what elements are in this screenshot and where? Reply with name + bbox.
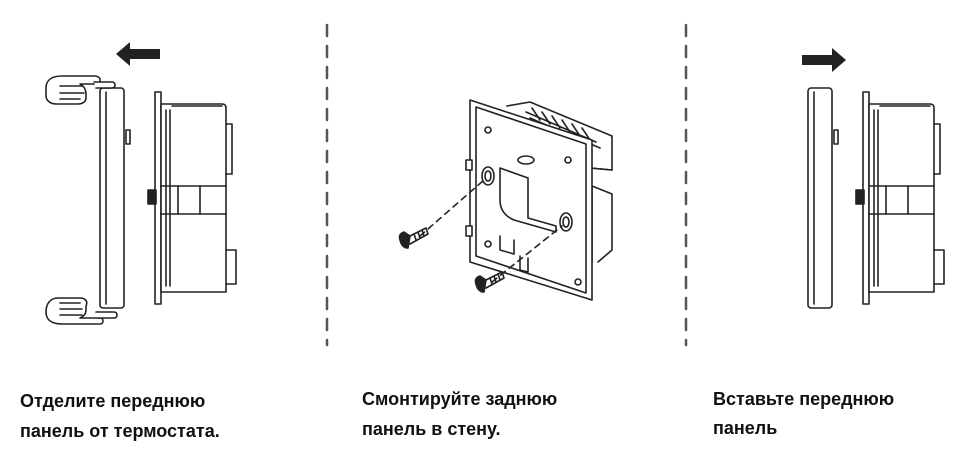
screw-icon	[398, 227, 429, 249]
arrow-right-icon	[802, 48, 846, 72]
step2-caption-line1: Смонтируйте заднюю	[362, 389, 558, 409]
step1-caption-line2: панель от термостата.	[20, 421, 220, 441]
step3-illustration	[802, 48, 945, 309]
arrow-left-icon	[116, 42, 160, 66]
step2-illustration	[398, 99, 613, 301]
step3-caption: Вставьте переднюю панель	[713, 385, 894, 443]
screw-icon	[474, 271, 505, 293]
step1-illustration	[45, 42, 237, 325]
step3-caption-line2: панель	[713, 418, 778, 438]
step3-caption-line1: Вставьте переднюю	[713, 389, 895, 409]
front-panel	[807, 87, 839, 309]
step2-caption-line2: панель в стену.	[362, 419, 501, 439]
step1-caption-line1: Отделите переднюю	[20, 391, 206, 411]
back-box	[855, 91, 945, 305]
back-box	[147, 91, 237, 305]
step1-caption: Отделите переднюю панель от термостата.	[20, 386, 220, 446]
mounting-plate	[465, 99, 593, 301]
step2-caption: Смонтируйте заднюю панель в стену.	[362, 384, 557, 444]
front-panel	[99, 87, 131, 309]
hand-icon	[45, 75, 116, 105]
hand-icon	[45, 297, 118, 325]
